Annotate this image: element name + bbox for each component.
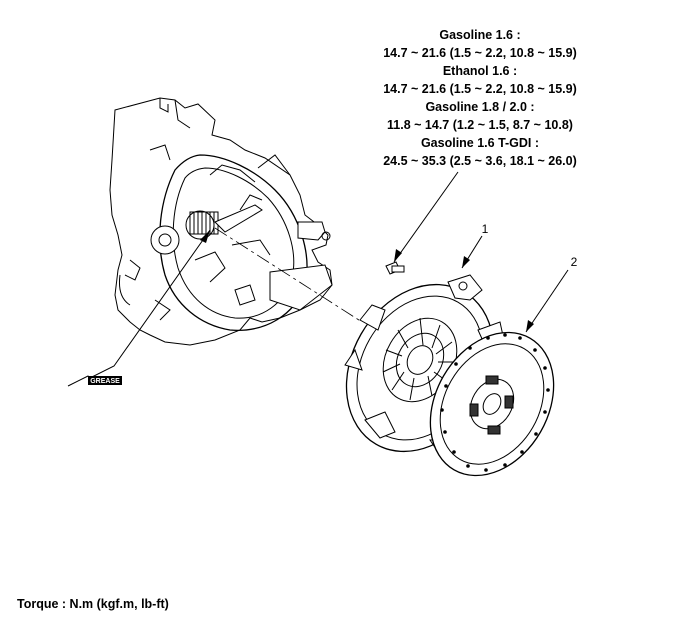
- spec-label-gasoline-1-6: Gasoline 1.6 :: [439, 28, 521, 42]
- torque-units-footer: Torque : N.m (kgf.m, lb-ft): [17, 597, 169, 611]
- grease-arrowhead: [200, 230, 210, 243]
- part1-callout: 1: [482, 222, 489, 236]
- grease-label-box: GREASE: [88, 376, 122, 385]
- grease-label: GREASE: [90, 378, 120, 385]
- clutch-disc: [429, 331, 555, 477]
- spec-value-ethanol-1-6: 14.7 ~ 21.6 (1.5 ~ 2.2, 10.8 ~ 15.9): [383, 82, 577, 96]
- part2-leader-line: [525, 269, 569, 333]
- part2-callout: 2: [571, 255, 578, 269]
- bolt-leader-line: [393, 171, 459, 263]
- bolt: [385, 261, 405, 275]
- bolt-arrowhead: [394, 249, 402, 262]
- spec-label-gasoline-1-6-tgdi: Gasoline 1.6 T-GDI :: [420, 136, 540, 150]
- spec-label-gasoline-1-8-2-0: Gasoline 1.8 / 2.0 :: [425, 100, 535, 114]
- spec-label-ethanol-1-6: Ethanol 1.6 :: [442, 64, 518, 78]
- center-axis-line: [214, 227, 363, 323]
- part2-arrowhead: [526, 320, 534, 332]
- transmission-housing: [109, 97, 333, 346]
- spec-value-gasoline-1-6-tgdi: 24.5 ~ 35.3 (2.5 ~ 3.6, 18.1 ~ 26.0): [383, 154, 577, 168]
- spec-value-gasoline-1-8-2-0: 11.8 ~ 14.7 (1.2 ~ 1.5, 8.7 ~ 10.8): [387, 118, 573, 132]
- part1-arrowhead: [462, 256, 470, 268]
- spec-value-gasoline-1-6: 14.7 ~ 21.6 (1.5 ~ 2.2, 10.8 ~ 15.9): [383, 46, 577, 60]
